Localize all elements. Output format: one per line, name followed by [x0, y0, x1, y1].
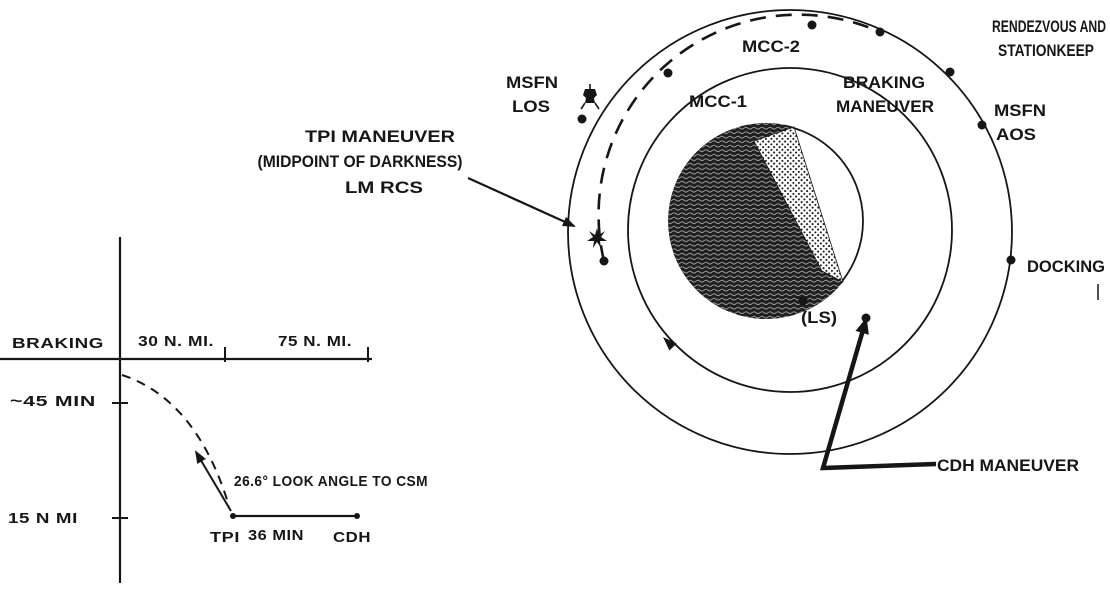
- plot-tpi-point: [230, 513, 236, 519]
- transfer-trajectory-dashed-arc: [597, 13, 881, 262]
- moon-terminator-stipple-band: [753, 126, 844, 283]
- cdh-callout-arrow: [819, 317, 937, 471]
- braking-label-line2: MANEUVER: [836, 97, 934, 116]
- msfn-aos-label-line2: AOS: [996, 125, 1036, 144]
- braking-dot: [875, 27, 885, 37]
- braking-trajectory-dashed-curve: [121, 374, 230, 507]
- msfn-los-label-line2: LOS: [512, 97, 550, 116]
- plot-tpi-label: TPI: [210, 529, 240, 546]
- mcc2-dot: [807, 20, 817, 30]
- landing-site-label: (LS): [801, 308, 837, 327]
- landing-site-dot: [798, 296, 808, 306]
- plot-time-45-label: ~45 MIN: [10, 393, 96, 410]
- docking-dot: [1006, 255, 1016, 265]
- plot-range-75-label: 75 N. MI.: [278, 333, 352, 350]
- tpi-maneuver-label-line2: (MIDPOINT OF DARKNESS): [258, 152, 463, 171]
- docking-label: DOCKING: [1027, 257, 1105, 276]
- cdh-maneuver-label: CDH MANEUVER: [937, 456, 1079, 475]
- mcc1-label: MCC-1: [689, 92, 747, 111]
- braking-label-line1: BRAKING: [843, 73, 925, 92]
- plot-time-36-label: 36 MIN: [248, 527, 304, 544]
- plot-cdh-label: CDH: [333, 529, 371, 546]
- look-angle-arrow: [194, 450, 232, 512]
- orbit-direction-arrowhead: [663, 337, 677, 351]
- plot-braking-label: BRAKING: [12, 335, 104, 352]
- plot-cdh-point: [354, 513, 360, 519]
- msfn-los-dot: [577, 114, 587, 124]
- tpi-maneuver-label-line3: LM RCS: [345, 178, 423, 197]
- plot-alt-15-label: 15 N MI: [8, 510, 78, 527]
- lm-spacecraft-icon: [580, 84, 600, 110]
- msfn-aos-dot: [977, 120, 987, 130]
- tpi-callout-arrow: [467, 176, 576, 228]
- msfn-los-label-line1: MSFN: [506, 73, 558, 92]
- tpi-maneuver-label-line1: TPI MANEUVER: [305, 127, 455, 146]
- rendezvous-label-line1: RENDEZVOUS AND: [992, 17, 1106, 36]
- mcc1-dot: [663, 68, 673, 78]
- inner-orbit-circle: [627, 67, 953, 393]
- rendezvous-dot: [945, 67, 955, 77]
- plot-range-30-label: 30 N. MI.: [138, 333, 214, 350]
- rendezvous-label-line2: STATIONKEEP: [998, 41, 1094, 60]
- tpi-dot: [599, 256, 609, 266]
- outer-orbit-circle: [567, 9, 1013, 455]
- msfn-aos-label-line1: MSFN: [994, 101, 1046, 120]
- tpi-burst-icon: [587, 228, 607, 248]
- cdh-dot: [861, 313, 871, 323]
- plot-look-angle-label: 26.6° LOOK ANGLE TO CSM: [234, 473, 428, 490]
- mcc2-label: MCC-2: [742, 37, 800, 56]
